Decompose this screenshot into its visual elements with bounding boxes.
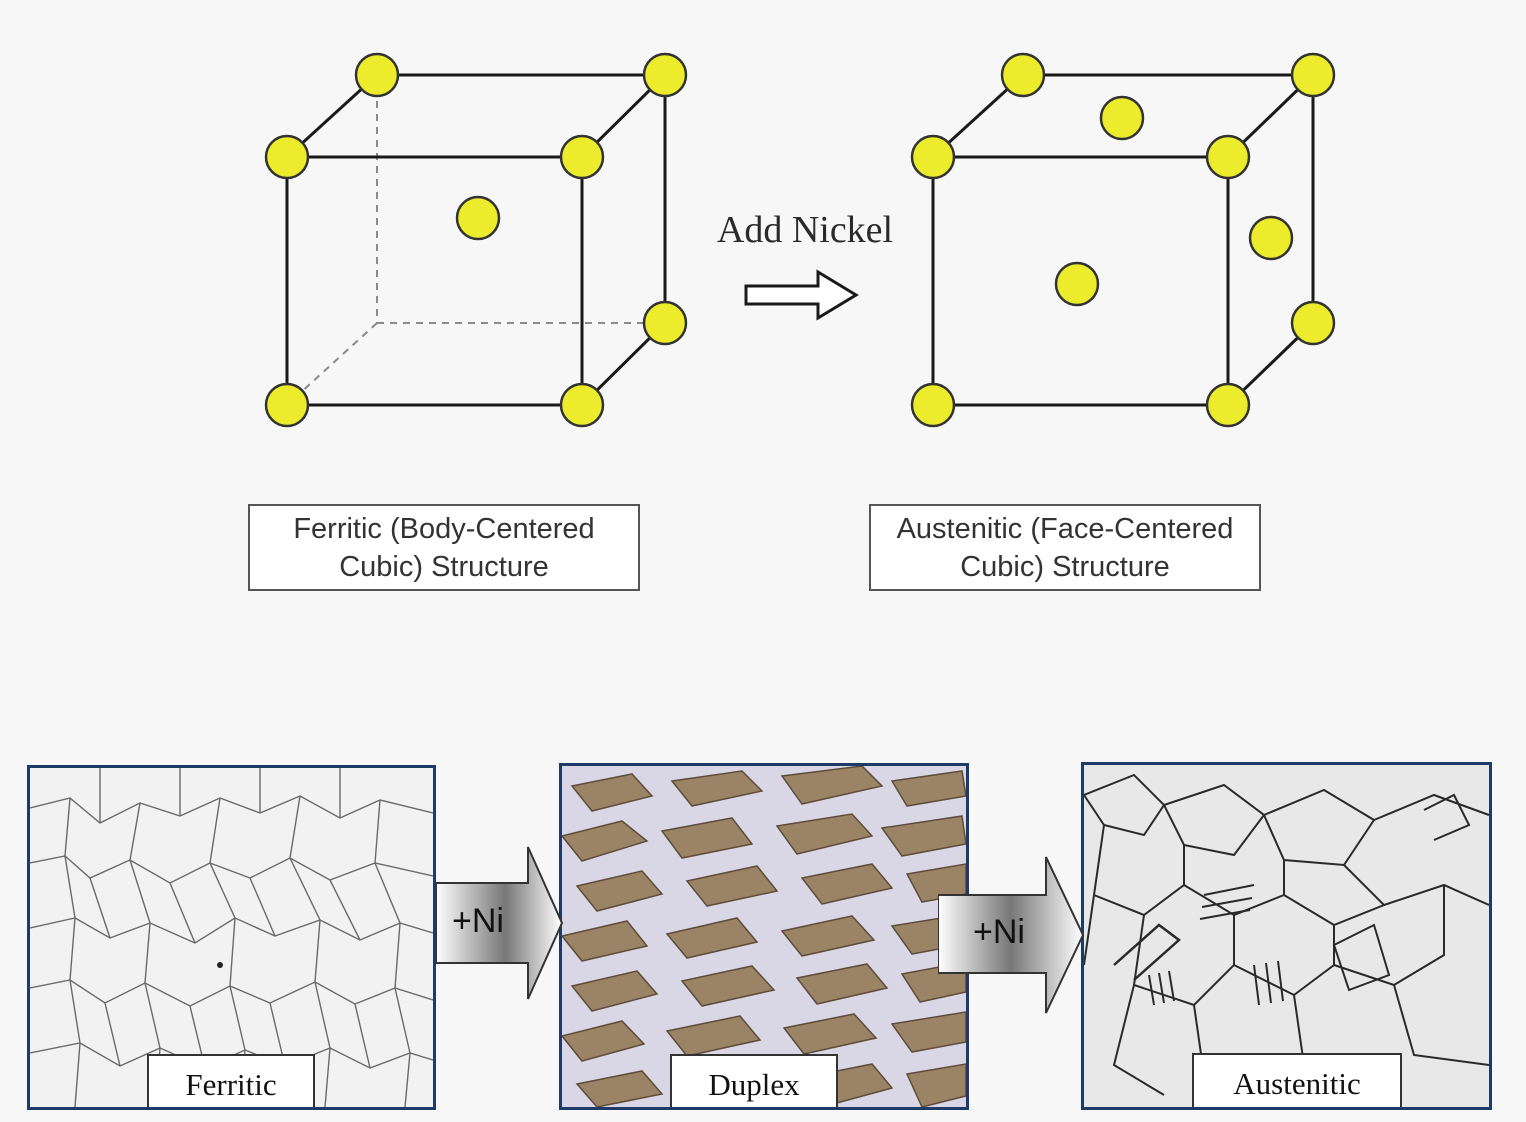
fcc-corner-atom bbox=[910, 382, 956, 428]
add-nickel-arrow bbox=[744, 269, 859, 321]
fcc-caption-line-2: Cubic) Structure bbox=[960, 550, 1170, 583]
fcc-corner-atom bbox=[1205, 382, 1251, 428]
ni-arrow-1-label: +Ni bbox=[452, 902, 504, 940]
micrograph-label-austenitic: Austenitic bbox=[1192, 1053, 1402, 1107]
bcc-caption: Ferritic (Body-Centered Cubic) Structure bbox=[248, 504, 640, 591]
bcc-corner-atom bbox=[642, 52, 688, 98]
fcc-face-atom bbox=[1248, 215, 1294, 261]
fcc-caption-line-1: Austenitic (Face-Centered bbox=[896, 512, 1234, 545]
bcc-corner-atom bbox=[264, 382, 310, 428]
add-nickel-label: Add Nickel bbox=[716, 209, 894, 251]
micrograph-ferritic: Ferritic bbox=[27, 765, 436, 1110]
fcc-corner-atom bbox=[1000, 52, 1046, 98]
fcc-cube bbox=[910, 52, 1336, 428]
micrograph-label-ferritic: Ferritic bbox=[147, 1054, 315, 1107]
bcc-caption-line-1: Ferritic (Body-Centered bbox=[293, 512, 595, 545]
bcc-corner-atom bbox=[559, 134, 605, 180]
fcc-corner-atom bbox=[1205, 134, 1251, 180]
bcc-corner-atom bbox=[642, 300, 688, 346]
ni-arrow-1 bbox=[436, 846, 564, 1000]
bcc-body-center-atom bbox=[455, 195, 501, 241]
ni-arrow-2 bbox=[938, 856, 1085, 1014]
bcc-corner-atom bbox=[264, 134, 310, 180]
fcc-corner-atom bbox=[1290, 52, 1336, 98]
micrograph-duplex: Duplex bbox=[559, 763, 969, 1110]
austenitic-grain-texture bbox=[1084, 773, 1489, 1107]
fcc-caption: Austenitic (Face-Centered Cubic) Structu… bbox=[869, 504, 1261, 591]
micrograph-label-duplex: Duplex bbox=[670, 1054, 838, 1107]
fcc-corner-atom bbox=[1290, 300, 1336, 346]
ni-arrow-2-label: +Ni bbox=[973, 913, 1025, 951]
fcc-face-atom bbox=[1099, 95, 1145, 141]
fcc-corner-atom bbox=[910, 134, 956, 180]
fcc-face-atom bbox=[1054, 261, 1100, 307]
bcc-corner-atom bbox=[559, 382, 605, 428]
micrograph-austenitic: Austenitic bbox=[1081, 762, 1492, 1110]
bcc-cube bbox=[264, 52, 688, 428]
bcc-caption-line-2: Cubic) Structure bbox=[339, 550, 549, 583]
bcc-corner-atom bbox=[354, 52, 400, 98]
